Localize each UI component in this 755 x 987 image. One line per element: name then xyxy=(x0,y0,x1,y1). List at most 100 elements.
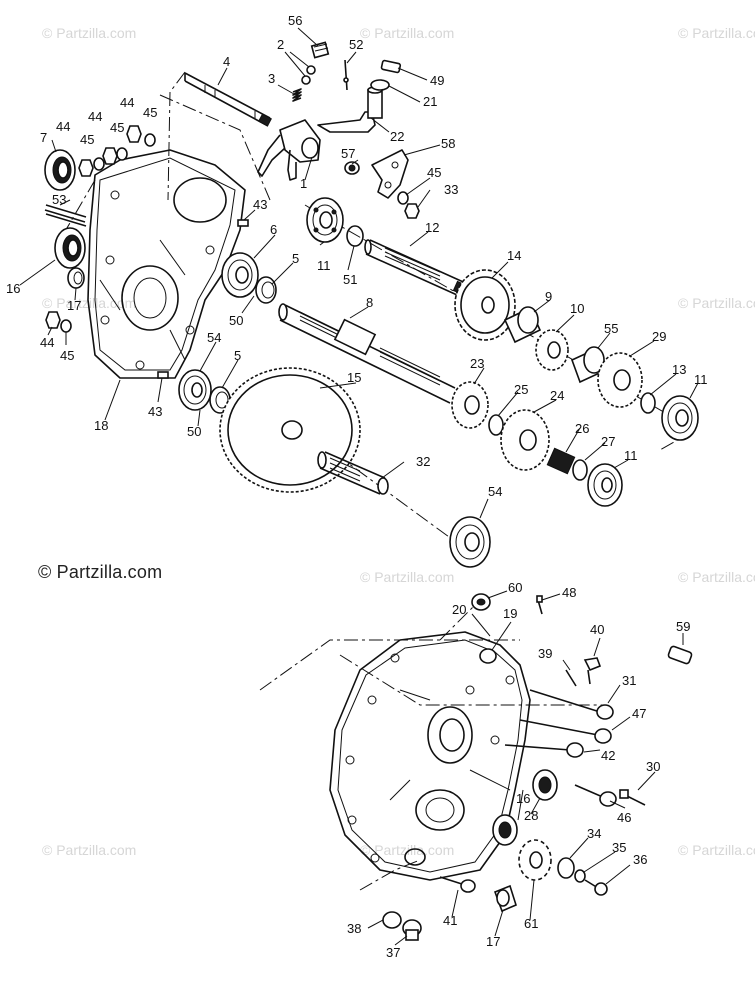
callout-label: 7 xyxy=(40,130,47,145)
watermark: © Partzilla.com xyxy=(360,25,454,41)
callout-label: 53 xyxy=(52,192,66,207)
callout-label: 11 xyxy=(624,448,638,463)
callout-label: 44 xyxy=(120,95,134,110)
bearing-6 xyxy=(221,252,259,298)
callout-label: 44 xyxy=(88,109,102,124)
callout-label: 44 xyxy=(56,119,70,134)
callout-label: 21 xyxy=(423,94,437,109)
oil-seal-16 xyxy=(54,227,86,269)
watermark: © Partzilla.com xyxy=(42,25,136,41)
callout-label: 20 xyxy=(452,602,466,617)
watermark: © Partzilla.com xyxy=(360,842,454,858)
sprocket-61 xyxy=(518,839,552,881)
bearing-54 xyxy=(178,369,212,411)
watermark: © Partzilla.com xyxy=(678,295,755,311)
watermark: © Partzilla.com xyxy=(678,25,755,41)
callout-label: 56 xyxy=(288,13,302,28)
pin-52 xyxy=(344,59,348,91)
callout-label: 45 xyxy=(80,132,94,147)
washer-45 xyxy=(397,191,409,205)
bearing-54 xyxy=(449,516,491,568)
washer-27 xyxy=(572,459,588,481)
callout-label: 26 xyxy=(575,421,589,436)
bolt-36 xyxy=(584,879,608,896)
drain-plug-37 xyxy=(402,919,422,941)
fitting-59 xyxy=(667,645,693,665)
callout-label: 44 xyxy=(40,335,54,350)
callout-label: 18 xyxy=(94,418,108,433)
bolt-41 xyxy=(439,876,476,893)
dowel-pin-43 xyxy=(157,371,169,379)
callout-label: 35 xyxy=(612,840,626,855)
callout-label: 45 xyxy=(60,348,74,363)
collar-9 xyxy=(503,306,542,344)
stud-53 xyxy=(44,204,87,227)
callout-label: 11 xyxy=(317,258,331,273)
callout-label: 54 xyxy=(488,484,502,499)
spring-3 xyxy=(292,88,302,102)
callout-label: 13 xyxy=(672,362,686,377)
callout-label: 2 xyxy=(277,37,284,52)
callout-label: 37 xyxy=(386,945,400,960)
callout-label: 48 xyxy=(562,585,576,600)
dowel-pin-43 xyxy=(237,219,249,227)
callout-label: 52 xyxy=(349,37,363,52)
plug-19 xyxy=(479,648,497,664)
callout-label: 4 xyxy=(223,54,230,69)
collar-5 xyxy=(255,276,277,304)
shift-fork-1 xyxy=(257,119,321,181)
callout-label: 27 xyxy=(601,434,615,449)
callout-label: 12 xyxy=(425,220,439,235)
callout-label: 30 xyxy=(646,759,660,774)
callout-label: 45 xyxy=(427,165,441,180)
left-case-cover xyxy=(87,149,246,379)
callout-label: 42 xyxy=(601,748,615,763)
right-crankcase xyxy=(329,631,531,881)
bolt-42 xyxy=(504,742,584,758)
gear-14 xyxy=(454,269,516,341)
callout-label: 38 xyxy=(347,921,361,936)
washer-21 xyxy=(370,79,390,91)
gear-29 xyxy=(597,352,643,408)
watermarks: © Partzilla.com © Partzilla.com © Partzi… xyxy=(42,25,755,858)
callout-label: 23 xyxy=(470,356,484,371)
callout-label: 55 xyxy=(604,321,618,336)
shift-shaft-4 xyxy=(184,72,272,127)
bolt-49 xyxy=(380,59,402,74)
callout-label: 25 xyxy=(514,382,528,397)
callout-label: 60 xyxy=(508,580,522,595)
callout-numbers: 56 2 52 49 3 4 21 22 44 45 44 45 7 44 45… xyxy=(6,13,708,960)
callout-label: 10 xyxy=(570,301,584,316)
callout-label: 5 xyxy=(292,251,299,266)
gear-24 xyxy=(500,409,550,471)
pin-52 xyxy=(343,77,349,83)
callout-label: 50 xyxy=(187,424,201,439)
callout-label: 39 xyxy=(538,646,552,661)
nut-44 xyxy=(45,125,142,329)
washer-34 xyxy=(557,857,575,879)
callout-label: 51 xyxy=(343,272,357,287)
callout-label: 6 xyxy=(270,222,277,237)
circlip-51 xyxy=(346,225,364,247)
washer-45 xyxy=(60,133,156,333)
callout-label: 54 xyxy=(207,330,221,345)
callout-label: 3 xyxy=(268,71,275,86)
bolt-47 xyxy=(519,719,612,744)
oil-seal-7 xyxy=(44,149,76,191)
pin-48 xyxy=(536,595,543,603)
callout-label: 58 xyxy=(441,136,455,151)
callout-label: 16 xyxy=(6,281,20,296)
callout-label: 43 xyxy=(253,197,267,212)
callout-label: 19 xyxy=(503,606,517,621)
callout-label: 43 xyxy=(148,404,162,419)
oil-seal-28 xyxy=(532,769,558,801)
watermark: © Partzilla.com xyxy=(42,842,136,858)
copyright-notice: © Partzilla.com xyxy=(38,562,163,582)
callout-label: 46 xyxy=(617,810,631,825)
gear-15 xyxy=(219,367,361,493)
callout-label: 17 xyxy=(67,298,81,313)
callout-label: 5 xyxy=(234,348,241,363)
callout-label: 22 xyxy=(390,129,404,144)
callout-label: 9 xyxy=(545,289,552,304)
callout-label: 16 xyxy=(516,791,530,806)
